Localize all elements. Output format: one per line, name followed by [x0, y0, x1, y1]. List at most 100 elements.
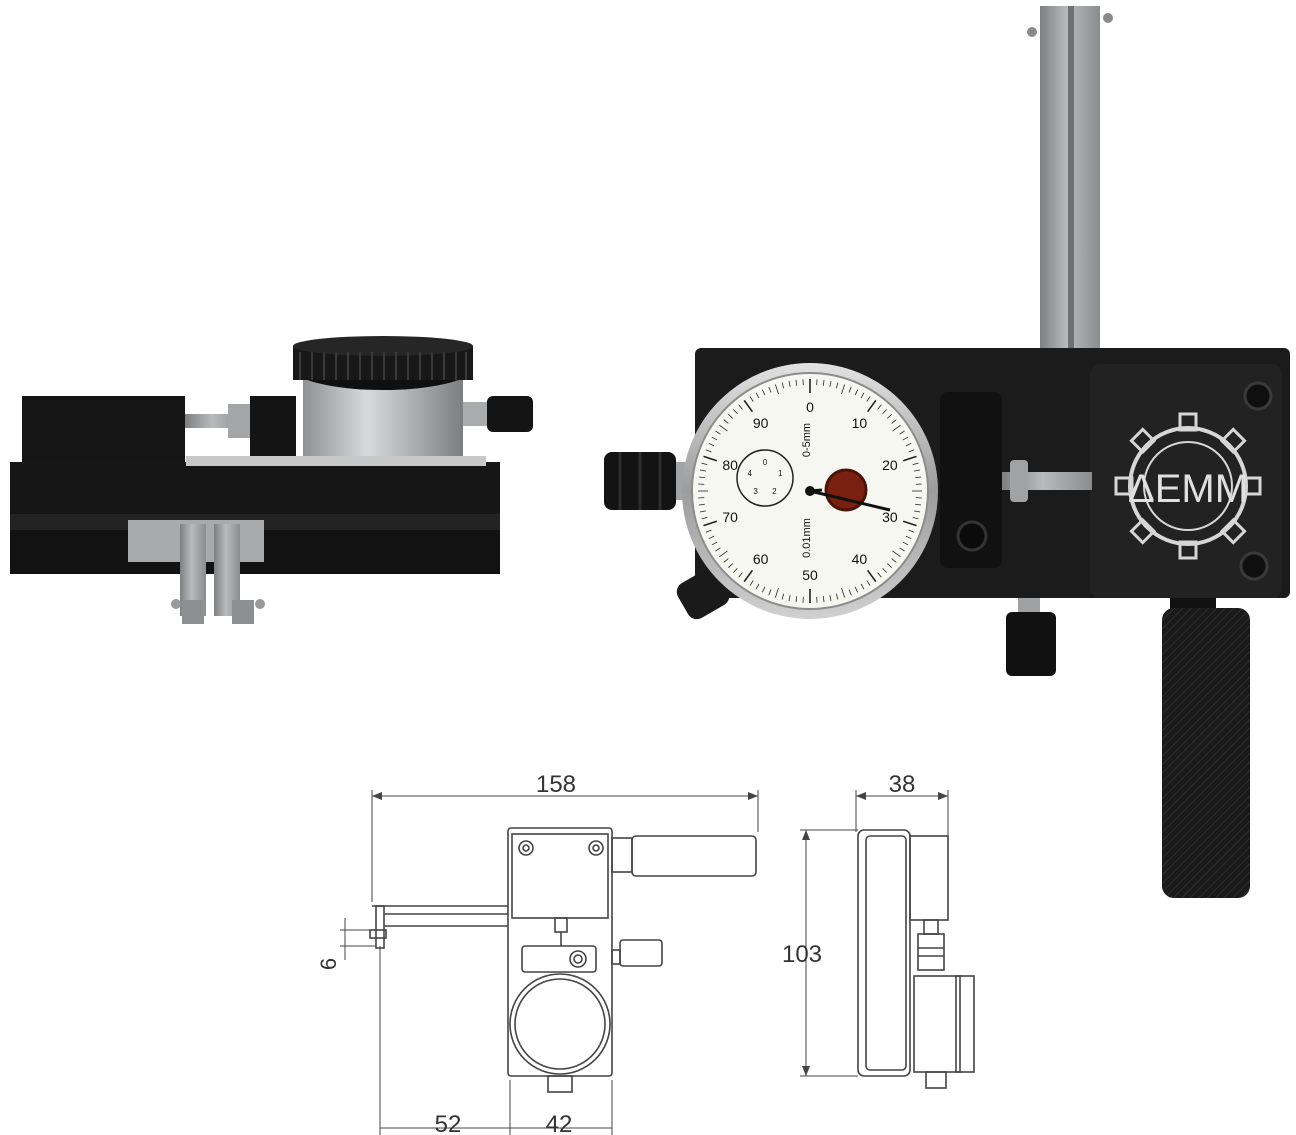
dial-tick [715, 430, 721, 435]
dial-tick [768, 386, 772, 393]
dial-tick [892, 424, 901, 432]
dial-tick [788, 595, 791, 602]
dial-tick [781, 593, 785, 600]
dial-number: 0 [806, 399, 814, 415]
dial-logo-icon [824, 468, 868, 512]
dial-tick [886, 414, 892, 419]
screw-icon [956, 520, 988, 552]
dial-tick [795, 596, 798, 603]
dial-tick [891, 558, 897, 563]
dim-overall-width: 158 [536, 771, 576, 798]
dial-tick [835, 593, 839, 600]
dial-tick [719, 550, 728, 558]
dial-tick [733, 567, 738, 573]
dial-number: 70 [722, 509, 738, 525]
dial-tick [781, 382, 785, 389]
dial-number: 90 [753, 415, 769, 431]
dial-tick [775, 587, 779, 598]
dial-tick [835, 382, 839, 389]
dial-number: 40 [852, 551, 868, 567]
dial-tick [905, 442, 912, 447]
dial-tick [866, 580, 871, 586]
dial-tick [738, 572, 743, 578]
bezel-lock-knob [676, 568, 730, 620]
dial-tick [755, 392, 760, 399]
dial-tick [877, 572, 882, 578]
dial-tick [743, 569, 754, 583]
dim-depth: 38 [889, 771, 916, 798]
subdial-number: 0 [763, 458, 768, 467]
dial-tick [699, 510, 706, 513]
dial-tick [822, 379, 825, 386]
dial-tick [749, 580, 754, 586]
knurled-handle [1162, 608, 1250, 898]
dial-tick [841, 384, 845, 395]
dial-number: 60 [753, 551, 769, 567]
dial-tick [723, 558, 729, 563]
subdial-number: 4 [748, 469, 753, 478]
dial-number: 30 [882, 509, 898, 525]
dial-tick [711, 541, 718, 546]
dial-tick [912, 516, 919, 520]
dial-tick [912, 462, 919, 466]
dial-tick [698, 503, 705, 506]
dial-tick [829, 595, 832, 602]
subdial-number: 1 [778, 469, 783, 478]
dial-tick [723, 419, 729, 424]
dial-tick [902, 520, 917, 527]
dim-probe-reach: 52 [435, 1111, 462, 1135]
dial-tick [711, 436, 718, 441]
dial-tick [886, 563, 892, 568]
dial-ticks [698, 379, 922, 603]
dial-tick [715, 547, 721, 552]
dial-tick [854, 586, 859, 593]
sub-dial [736, 449, 794, 507]
dial-tick [743, 399, 754, 413]
dial-tick [698, 476, 705, 479]
dial-tick [882, 409, 887, 415]
side-view-photo [10, 336, 533, 624]
dial-tick [708, 535, 715, 540]
dial-number: 10 [852, 415, 868, 431]
dial-tick [908, 449, 915, 453]
dial-tick [902, 541, 909, 546]
dial-tick [860, 392, 865, 399]
dial-tick [705, 449, 712, 453]
dim-dial-span: 42 [546, 1111, 573, 1135]
dial-tick [761, 389, 766, 396]
dial-tick [701, 516, 708, 520]
dial-tick [902, 455, 917, 462]
clamp-block [940, 392, 1002, 568]
dial-tick [719, 424, 728, 432]
dial-tick [728, 563, 734, 568]
dial-tick [866, 569, 877, 583]
dial-tick [905, 535, 912, 540]
dial-number: 20 [882, 457, 898, 473]
dial-tick [877, 404, 882, 410]
dial-resolution-label: 0.01mm [801, 518, 813, 558]
dial-tick [902, 436, 909, 441]
dial-tick [795, 379, 798, 386]
screw-icon [1239, 551, 1269, 581]
subdial-number: 3 [753, 487, 758, 496]
dial-tick [841, 587, 845, 598]
dial-tick [866, 399, 877, 413]
dial-tick [768, 589, 772, 596]
dial-tick [705, 529, 712, 533]
dial-tick [899, 547, 905, 552]
dial-tick [728, 414, 734, 419]
gear-logo-icon [1114, 412, 1262, 560]
dial-tick [915, 476, 922, 479]
dial-tick [914, 469, 921, 472]
dial-tick [848, 589, 852, 596]
dial-tick [699, 469, 706, 472]
dial-tick [822, 596, 825, 603]
dial-tick [854, 389, 859, 396]
dial-tick [891, 419, 897, 424]
dial-range-label: 0-5mm [801, 423, 813, 457]
dial-tick [829, 380, 832, 387]
logo-text: ΔΕΜΜ [1128, 467, 1248, 511]
dial-tick [892, 550, 901, 558]
